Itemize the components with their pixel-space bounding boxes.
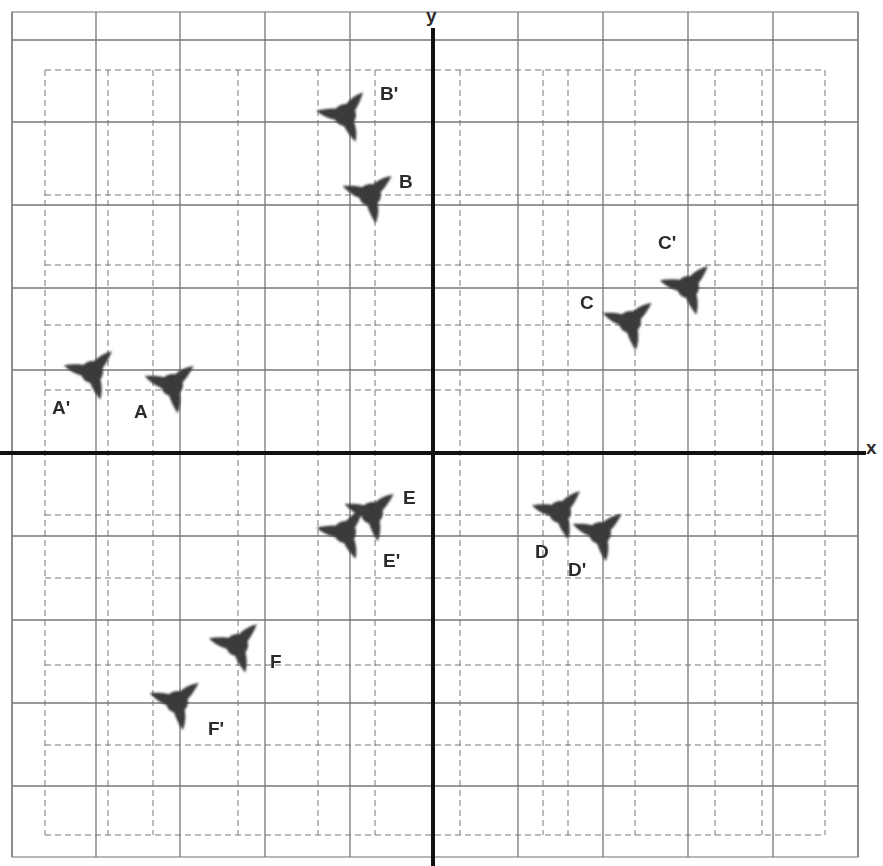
grid	[0, 12, 866, 866]
x-axis	[0, 451, 866, 455]
point-label: C'	[658, 233, 676, 252]
point-label: x	[866, 438, 877, 457]
pinwheel-figure	[204, 616, 263, 674]
pinwheel-figure	[59, 343, 118, 401]
point-label: F'	[208, 719, 224, 738]
point-label: E'	[383, 551, 400, 570]
pinwheel-figure	[314, 89, 370, 143]
point-label: F	[270, 652, 282, 671]
pinwheel-figure	[527, 483, 586, 541]
point-label: y	[426, 6, 437, 25]
y-axis	[431, 28, 435, 866]
point-label: A	[134, 402, 148, 421]
pinwheel-figure	[143, 671, 206, 733]
point-label: A'	[52, 398, 70, 417]
pinwheel-figure	[566, 502, 629, 564]
pinwheel-figure	[336, 164, 399, 226]
point-label: D'	[568, 560, 586, 579]
pinwheel-figure	[655, 258, 714, 316]
point-label: E	[403, 488, 416, 507]
pinwheel-figure	[596, 291, 659, 353]
pinwheel-figure	[314, 506, 370, 560]
point-label: D	[535, 542, 549, 561]
point-label: C	[580, 293, 594, 312]
point-label: B'	[380, 84, 398, 103]
point-label: B	[399, 172, 413, 191]
